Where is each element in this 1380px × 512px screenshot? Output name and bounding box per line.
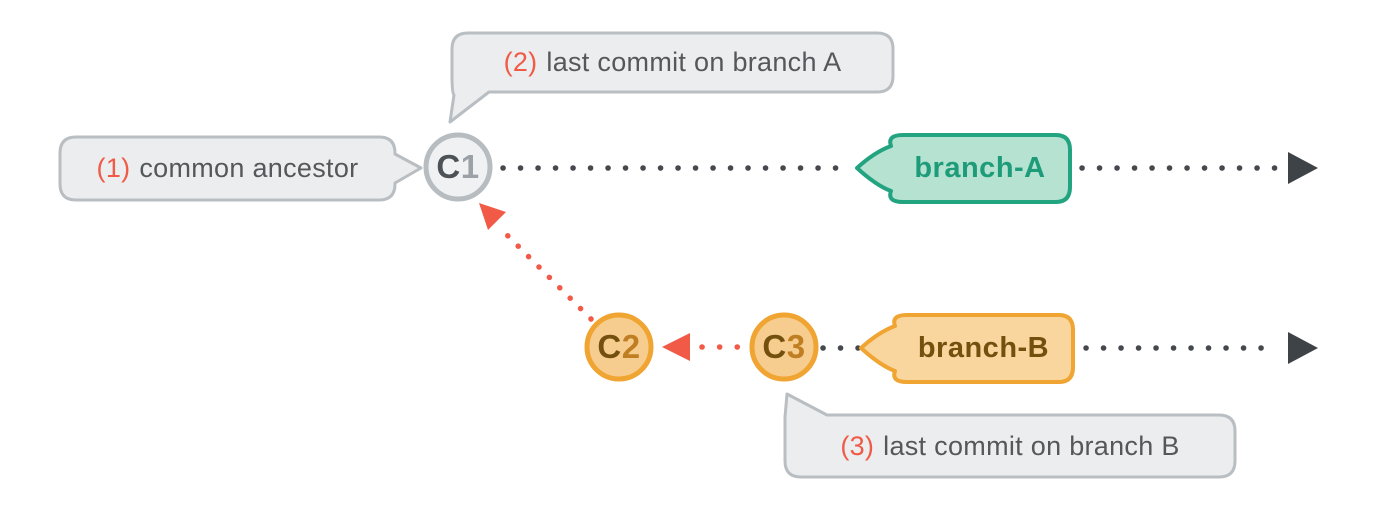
- branch-a-arrow-icon: [1288, 152, 1318, 184]
- callout-bubble-last-commit-b: [783, 392, 1237, 479]
- c2-to-c1-arrow-icon: [479, 203, 506, 230]
- c3-to-c2-arrow-icon: [662, 333, 690, 361]
- branch-b-badge-shape: [859, 313, 1075, 384]
- callout-bubble-common-ancestor: [58, 135, 423, 202]
- commit-c3-circle: [749, 312, 819, 382]
- branch-a-badge-shape: [855, 133, 1072, 204]
- c2-to-c1-dotted-link: [500, 228, 594, 322]
- commit-c1-circle: [423, 132, 493, 202]
- commit-c2-circle: [584, 312, 654, 382]
- branch-b-arrow-icon: [1288, 332, 1318, 364]
- callout-bubble-last-commit-a: [448, 31, 895, 124]
